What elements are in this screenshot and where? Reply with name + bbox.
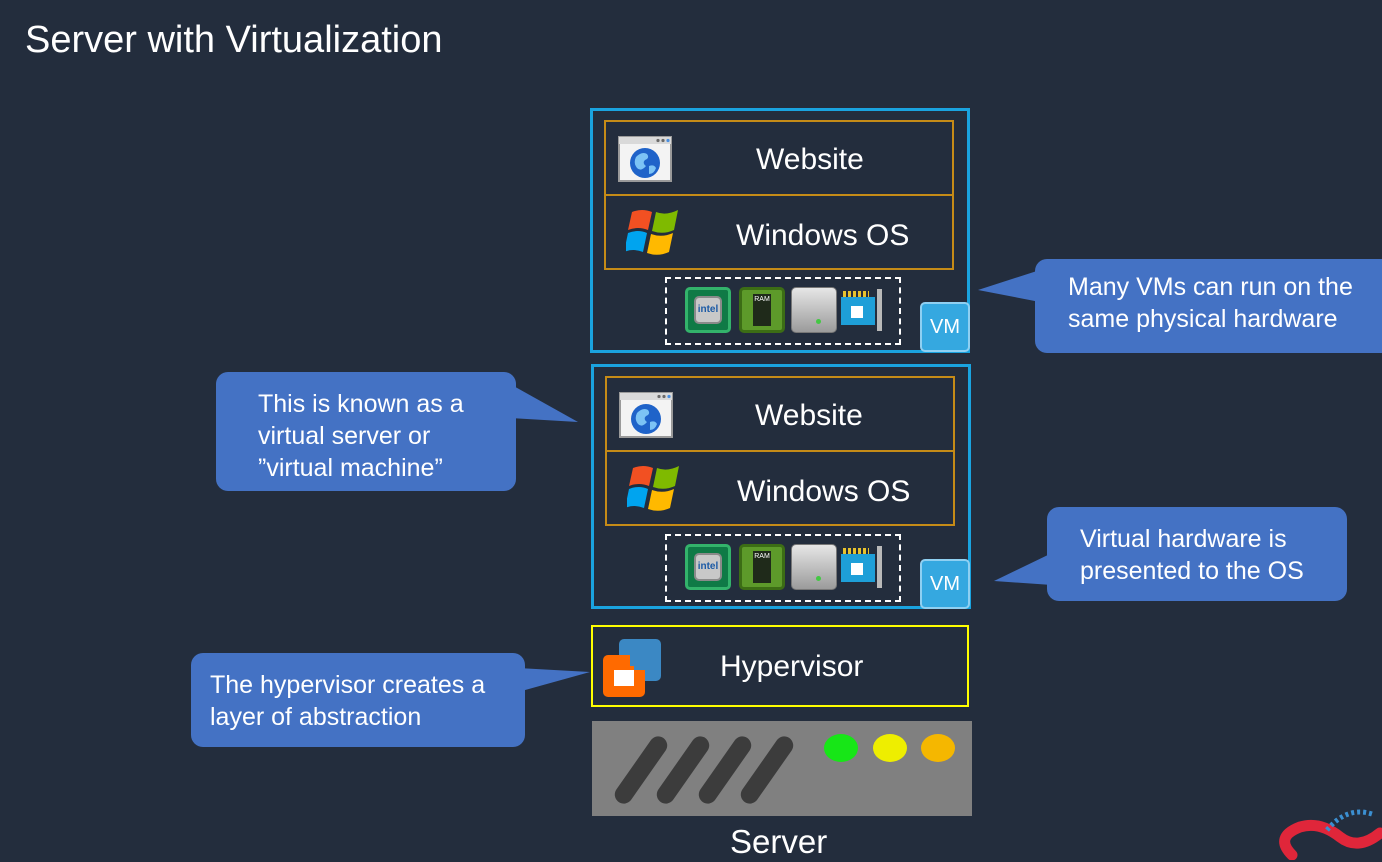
hypervisor-pointer: [518, 668, 590, 692]
website-label: Website: [756, 143, 864, 176]
network-card-icon: [839, 287, 885, 333]
callout-line: virtual server or: [258, 422, 431, 450]
os-layer-2: Windows OS: [605, 450, 955, 526]
os-layer-1: Windows OS: [604, 194, 954, 270]
windows-logo-icon: [626, 210, 678, 255]
callout-virtual-hardware: Virtual hardware is presented to the OS: [1047, 507, 1347, 601]
website-layer-1: Website: [604, 120, 954, 196]
server-chassis: [592, 721, 972, 816]
disk-icon: [791, 287, 837, 333]
callout-line: Many VMs can run on the: [1068, 273, 1353, 301]
vm-badge-2: VM: [920, 559, 970, 609]
browser-globe-icon: [618, 136, 672, 182]
slide-title: Server with Virtualization: [25, 19, 443, 61]
many-vms-pointer: [978, 270, 1040, 302]
hypervisor-layer: Hypervisor: [591, 625, 969, 707]
status-light-green: [824, 734, 858, 762]
windows-os-label: Windows OS: [737, 475, 911, 508]
virtual-machine-2: [591, 364, 971, 609]
website-layer-2: Website: [605, 376, 955, 452]
virtual-machine-1: [590, 108, 970, 353]
callout-many-vms: Many VMs can run on the same physical ha…: [1035, 259, 1382, 353]
hypervisor-logo-icon: [603, 639, 661, 697]
callout-line: The hypervisor creates a: [210, 671, 486, 699]
website-label: Website: [755, 399, 863, 432]
virtual-server-pointer: [510, 384, 578, 422]
virtual-hardware-tray-2: intel RAM: [665, 534, 901, 602]
network-card-icon: [839, 544, 885, 590]
vm-badge-1: VM: [920, 302, 970, 352]
disk-icon: [791, 544, 837, 590]
callout-hypervisor: The hypervisor creates a layer of abstra…: [191, 653, 525, 747]
callout-line: ”virtual machine”: [258, 454, 443, 482]
status-light-amber: [921, 734, 955, 762]
ram-icon: RAM: [739, 544, 785, 590]
callout-line: same physical hardware: [1068, 305, 1338, 333]
corner-logo-icon: [1279, 809, 1382, 860]
cpu-icon: intel: [685, 544, 731, 590]
hypervisor-label: Hypervisor: [720, 650, 864, 683]
callout-line: layer of abstraction: [210, 703, 422, 731]
callout-line: Virtual hardware is: [1080, 525, 1287, 553]
browser-globe-icon: [619, 392, 673, 438]
windows-logo-icon: [627, 466, 679, 511]
windows-os-label: Windows OS: [736, 219, 910, 252]
cpu-icon: intel: [685, 287, 731, 333]
virtual-hardware-tray-1: intel RAM: [665, 277, 901, 345]
virtual-hardware-pointer: [994, 553, 1052, 585]
callout-line: This is known as a: [258, 390, 464, 418]
callout-line: presented to the OS: [1080, 557, 1304, 585]
ram-icon: RAM: [739, 287, 785, 333]
status-light-yellow: [873, 734, 907, 762]
server-label: Server: [730, 823, 828, 860]
callout-virtual-server: This is known as a virtual server or ”vi…: [216, 372, 516, 491]
